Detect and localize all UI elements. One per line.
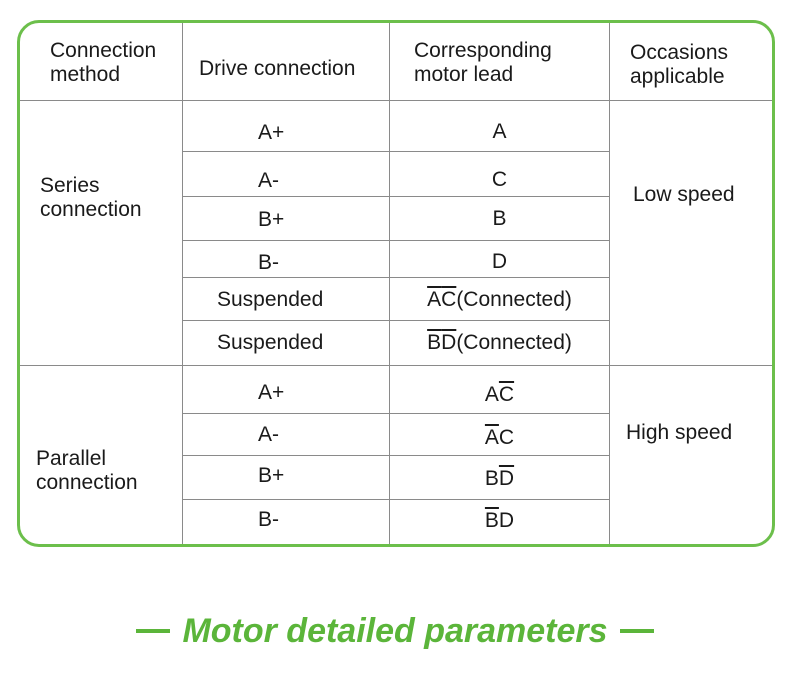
lead-suffix: (Connected) [456, 288, 572, 311]
parallel-lead-a-cbar: AC [390, 383, 609, 407]
lead-letter: D [498, 467, 515, 490]
lead-letter: D [441, 331, 457, 354]
series-connection-label: Series connection [40, 174, 142, 221]
row-divider [182, 151, 609, 152]
series-lead-b: B [492, 207, 507, 230]
lead-letter: A [427, 288, 442, 311]
series-drive-a-minus: A- [258, 169, 279, 192]
row-divider [182, 240, 609, 241]
page-caption: Motor detailed parameters [0, 612, 790, 651]
group-divider [20, 365, 772, 366]
series-drive-b-minus: B- [258, 251, 279, 274]
series-drive-suspended: Suspended [217, 288, 324, 311]
lead-letter: A [484, 383, 499, 406]
lead-letter: C [498, 426, 515, 449]
col-divider [609, 23, 610, 544]
caption-dash-right [619, 629, 654, 634]
parallel-lead-bbar-d: BD [390, 509, 609, 533]
parameters-table: Connection method Drive connection Corre… [20, 23, 772, 544]
header-connection-method: Connection method [50, 39, 157, 86]
caption-text: Motor detailed parameters [182, 612, 608, 650]
series-occasion: Low speed [633, 183, 735, 206]
lead-letter: A [484, 426, 499, 449]
parallel-lead-abar-c: AC [390, 426, 609, 450]
row-divider [182, 196, 609, 197]
lead-suffix: (Connected) [456, 331, 572, 354]
series-drive-a-plus: A+ [258, 121, 285, 144]
parallel-connection-label: Parallel connection [36, 447, 138, 494]
lead-letter: B [484, 509, 499, 532]
row-divider [182, 277, 609, 278]
parameters-table-card: Connection method Drive connection Corre… [17, 20, 775, 547]
lead-letter: B [484, 467, 499, 490]
lead-letter: C [441, 288, 457, 311]
parallel-drive-b-minus: B- [258, 508, 279, 531]
parallel-occasion: High speed [626, 421, 733, 444]
series-lead-d: D [491, 250, 508, 273]
col-divider [182, 23, 183, 544]
lead-letter: D [498, 509, 515, 532]
series-lead-c: C [491, 168, 508, 191]
series-drive-b-plus: B+ [258, 208, 285, 231]
row-divider [182, 413, 609, 414]
header-drive-connection: Drive connection [199, 57, 356, 80]
row-divider [182, 320, 609, 321]
header-divider [20, 100, 772, 101]
parallel-drive-b-plus: B+ [258, 464, 285, 487]
parallel-drive-a-minus: A- [258, 423, 279, 446]
parallel-lead-b-dbar: BD [390, 467, 609, 491]
series-lead-bd-connected: BD(Connected) [390, 331, 609, 355]
parallel-drive-a-plus: A+ [258, 381, 285, 404]
caption-dash-left [136, 629, 171, 634]
row-divider [182, 499, 609, 500]
series-lead-a: A [492, 120, 507, 143]
series-lead-ac-connected: AC(Connected) [390, 288, 609, 312]
lead-letter: B [427, 331, 442, 354]
header-corresponding-motor-lead: Corresponding motor lead [414, 39, 552, 86]
series-drive-suspended: Suspended [217, 331, 324, 354]
lead-letter: C [498, 383, 515, 406]
header-occasions-applicable: Occasions applicable [630, 41, 729, 88]
row-divider [182, 455, 609, 456]
col-divider [389, 23, 390, 544]
